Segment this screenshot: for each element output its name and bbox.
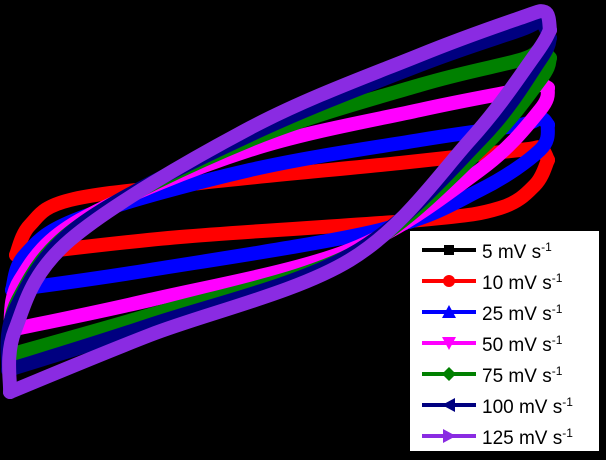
- cv-curve-1-upper: [0, 198, 567, 384]
- legend-label-5: 75 mV s-1: [482, 364, 562, 388]
- legend-entry-1: 5 mV s-1: [410, 235, 599, 265]
- legend-entry-7: 125 mV s-1: [410, 421, 599, 451]
- legend-entry-4: 50 mV s-1: [410, 328, 599, 358]
- legend-label-exponent: -1: [562, 426, 573, 440]
- legend-label-text: 10 mV s: [482, 273, 552, 294]
- legend-label-exponent: -1: [551, 271, 563, 285]
- legend-entry-3: 25 mV s-1: [410, 297, 599, 327]
- legend-label-2: 10 mV s-1: [482, 271, 562, 295]
- legend-label-exponent: -1: [551, 302, 563, 316]
- legend-swatch-5: [418, 359, 480, 389]
- legend-label-exponent: -1: [551, 364, 563, 378]
- legend-label-7: 125 mV s-1: [482, 426, 573, 450]
- legend-entry-5: 75 mV s-1: [410, 359, 599, 389]
- legend-label-3: 25 mV s-1: [482, 302, 562, 326]
- legend-label-text: 125 mV s: [482, 428, 563, 449]
- legend-swatch-4: [418, 328, 480, 358]
- legend-swatch-7: [418, 421, 480, 451]
- legend-label-text: 25 mV s: [482, 304, 552, 325]
- legend-label-6: 100 mV s-1: [482, 395, 573, 419]
- legend-label-text: 100 mV s: [482, 397, 563, 418]
- legend-label-exponent: -1: [551, 333, 563, 347]
- legend-swatch-6: [418, 390, 480, 420]
- cv-curve-7-upper: [2, 4, 557, 399]
- legend-entry-2: 10 mV s-1: [410, 266, 599, 296]
- legend-label-exponent: -1: [541, 240, 552, 254]
- legend-entry-6: 100 mV s-1: [410, 390, 599, 420]
- cv-curve-7-lower: [3, 23, 557, 399]
- legend-label-text: 5 mV s: [482, 242, 542, 263]
- legend-label-exponent: -1: [562, 395, 573, 409]
- legend-swatch-2: [418, 266, 480, 296]
- legend-label-4: 50 mV s-1: [482, 333, 562, 357]
- legend-label-text: 75 mV s: [482, 366, 552, 387]
- legend-swatch-3: [418, 297, 480, 327]
- legend-swatch-1: [418, 235, 480, 265]
- legend-label-text: 50 mV s: [482, 335, 552, 356]
- legend-label-1: 5 mV s-1: [482, 240, 552, 264]
